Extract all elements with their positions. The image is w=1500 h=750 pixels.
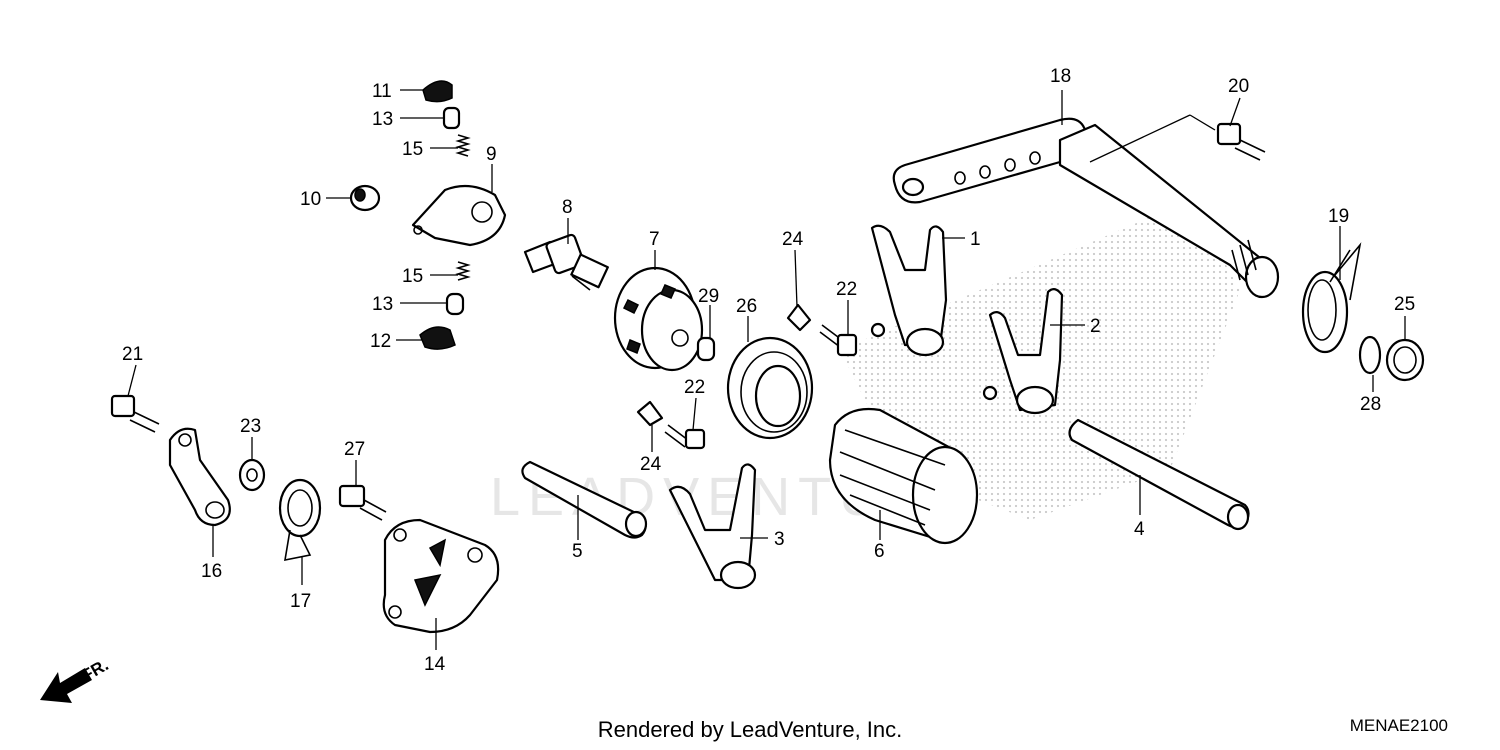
callout-3[interactable]: 3 [774,529,785,550]
callout-14[interactable]: 14 [424,654,446,675]
part-16-stopper-arm [168,427,231,527]
part-3-shift-fork [668,463,757,590]
part-27-bolt [338,484,387,521]
diagram-code: MENAE2100 [1349,716,1448,735]
callout-29[interactable]: 29 [698,286,719,307]
part-28-clip [1358,335,1382,375]
part-26-bearing [726,336,814,440]
part-19-spring [1301,242,1362,354]
part-7-shift-drum-cam [613,266,704,372]
callout-11[interactable]: 11 [372,81,392,102]
callout-19[interactable]: 19 [1328,206,1349,227]
callout-5[interactable]: 5 [572,541,583,562]
callout-22-lower[interactable]: 22 [684,377,705,398]
callout-22-upper[interactable]: 22 [836,279,857,300]
callout-15-lower[interactable]: 15 [402,266,423,287]
callout-15-upper[interactable]: 15 [402,139,423,160]
leader-lines [127,89,1406,650]
part-13-upper-pin [442,106,461,130]
part-15-upper-spring [455,134,471,157]
part-24-upper-plate [786,303,812,332]
part-9-stopper-arm [411,184,507,247]
part-17-spring [278,478,322,562]
part-11-cap [422,80,453,103]
front-direction-arrow: FR. [40,655,112,703]
part-2-shift-fork [982,288,1064,415]
callout-17[interactable]: 17 [290,591,311,612]
part-15-lower-spring [455,261,471,281]
part-12-cap [419,326,456,350]
callout-27[interactable]: 27 [344,439,365,460]
part-8-pin-bolt [523,233,609,291]
callout-10[interactable]: 10 [300,189,321,210]
callout-9[interactable]: 9 [486,144,497,165]
callout-18[interactable]: 18 [1050,66,1071,87]
part-21-bolt [110,394,160,433]
part-29-pin [696,336,716,362]
callout-13-upper[interactable]: 13 [372,109,393,130]
part-22-lower-bolt [664,424,706,450]
part-23-washer [238,458,266,492]
part-5-fork-shaft [521,460,648,539]
callout-12[interactable]: 12 [370,331,391,352]
part-25-washer [1385,338,1425,382]
callout-25[interactable]: 25 [1394,294,1415,315]
part-6-shift-drum [828,407,979,545]
callout-23[interactable]: 23 [240,416,261,437]
part-14-guide-plate [382,518,500,634]
callout-24-lower[interactable]: 24 [640,454,662,475]
callout-21[interactable]: 21 [122,344,143,365]
part-24-lower-plate [636,400,664,427]
callout-13-lower[interactable]: 13 [372,294,393,315]
callout-28[interactable]: 28 [1360,394,1381,415]
part-4-fork-shaft [1068,418,1250,531]
callout-16[interactable]: 16 [201,561,222,582]
callout-6[interactable]: 6 [874,541,885,562]
part-18-shift-shaft [892,117,1280,299]
callout-7[interactable]: 7 [649,229,660,250]
part-1-shift-fork [870,224,948,357]
part-20-bolt [1216,122,1266,161]
callout-4[interactable]: 4 [1134,519,1145,540]
callout-numbers: 1 2 3 4 5 6 7 8 9 10 11 12 13 13 14 15 1… [122,66,1415,675]
callout-2[interactable]: 2 [1090,316,1101,337]
part-13-lower-pin [445,292,465,316]
callout-1[interactable]: 1 [970,229,981,250]
part-22-upper-bolt [819,324,858,357]
callout-24-upper[interactable]: 24 [782,229,804,250]
callout-20[interactable]: 20 [1228,76,1249,97]
part-10-cap [349,184,381,212]
callout-26[interactable]: 26 [736,296,757,317]
callout-8[interactable]: 8 [562,197,573,218]
footer-credit: Rendered by LeadVenture, Inc. [597,717,903,742]
